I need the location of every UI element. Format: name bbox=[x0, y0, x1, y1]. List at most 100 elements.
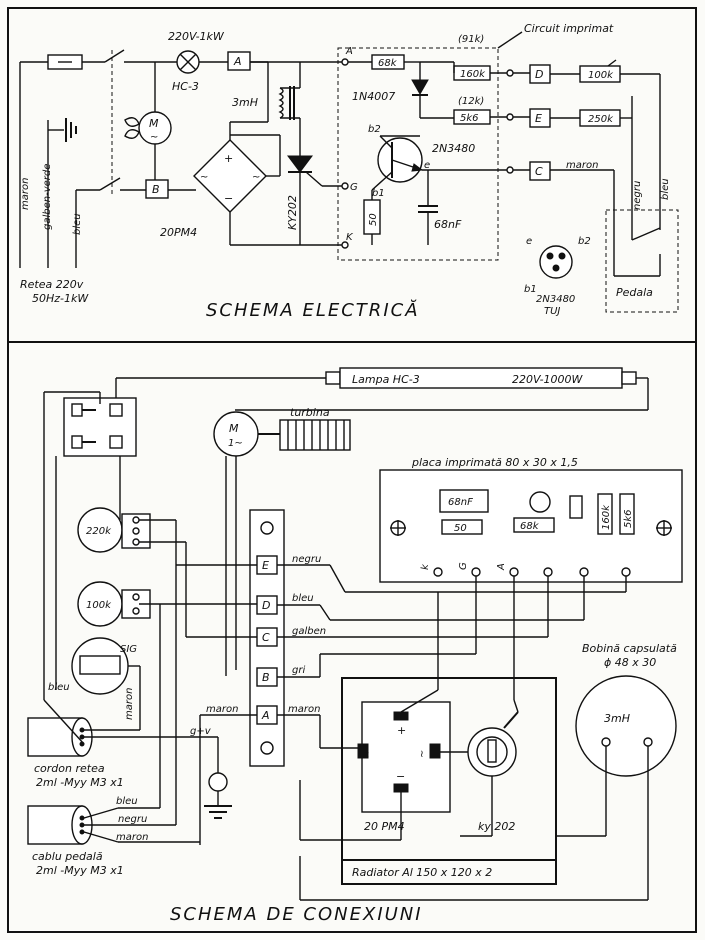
radiator-frame bbox=[341, 677, 557, 885]
svg-text:b1: b1 bbox=[524, 284, 537, 295]
svg-text:C: C bbox=[262, 631, 270, 644]
svg-text:maron: maron bbox=[206, 704, 238, 715]
ground-terminal bbox=[208, 772, 228, 792]
svg-text:M: M bbox=[149, 117, 159, 130]
label-bobina-dim: ϕ 48 x 30 bbox=[604, 656, 656, 669]
svg-text:maron: maron bbox=[124, 688, 135, 720]
transistor-pinout bbox=[539, 245, 573, 279]
label-cap: 68nF bbox=[434, 218, 462, 231]
svg-text:b2: b2 bbox=[368, 124, 381, 135]
svg-text:B: B bbox=[152, 183, 160, 196]
label-thyristor: KY202 bbox=[286, 195, 299, 230]
svg-text:B: B bbox=[262, 671, 270, 684]
label-bridge-2: 20 PM4 bbox=[364, 820, 405, 833]
svg-text:+: + bbox=[224, 152, 233, 165]
svg-text:D: D bbox=[262, 599, 270, 612]
thyristor-symbol bbox=[287, 155, 313, 173]
label-thyristor-2: ky 202 bbox=[478, 820, 515, 833]
svg-text:K: K bbox=[346, 232, 354, 243]
svg-text:3mH: 3mH bbox=[604, 712, 630, 725]
svg-text:negru: negru bbox=[632, 181, 643, 210]
switch-top bbox=[104, 49, 125, 63]
svg-text:maron: maron bbox=[116, 832, 148, 843]
label-sig: SIG bbox=[120, 644, 137, 655]
electrical-schematic: maron galben-verde bleu Retea 220v 50Hz-… bbox=[19, 22, 679, 321]
pcb-diode bbox=[569, 495, 583, 519]
svg-text:e: e bbox=[424, 160, 430, 171]
coil-capsule bbox=[575, 675, 677, 777]
svg-text:bleu: bleu bbox=[292, 593, 314, 604]
label-circuit-imprimat: Circuit imprimat bbox=[524, 22, 614, 35]
node-C bbox=[529, 161, 551, 181]
svg-text:160k: 160k bbox=[601, 504, 612, 530]
label-coil: 3mH bbox=[232, 96, 258, 109]
electrical-title: SCHEMA ELECTRICĂ bbox=[206, 299, 420, 321]
svg-text:~: ~ bbox=[200, 172, 208, 183]
label-lamp-rating: 220V-1kW bbox=[168, 30, 225, 43]
fan-icon bbox=[124, 117, 140, 139]
label-lamp-name: HC-3 bbox=[172, 80, 199, 93]
label-lamp: Lampa HC-3 bbox=[352, 373, 420, 386]
svg-text:220k: 220k bbox=[86, 526, 112, 537]
svg-text:b2: b2 bbox=[578, 236, 591, 247]
svg-text:5k6: 5k6 bbox=[460, 113, 479, 124]
svg-text:C: C bbox=[535, 165, 543, 178]
switch-bottom bbox=[99, 177, 121, 191]
label-maron: maron bbox=[20, 178, 31, 210]
svg-text:G: G bbox=[350, 182, 358, 193]
svg-text:100k: 100k bbox=[86, 600, 112, 611]
fuse-icon bbox=[79, 655, 121, 675]
label-lamp-rating-2: 220V-1000W bbox=[512, 373, 584, 386]
label-cablu: cablu pedală bbox=[32, 850, 103, 863]
svg-text:160k: 160k bbox=[460, 69, 486, 80]
label-transistor: 2N3480 bbox=[432, 142, 475, 155]
svg-text:maron: maron bbox=[288, 704, 320, 715]
pcb-resistor-50 bbox=[441, 519, 483, 535]
svg-text:68k: 68k bbox=[378, 58, 398, 69]
svg-text:5k6: 5k6 bbox=[623, 509, 634, 528]
label-bridge: 20PM4 bbox=[160, 226, 197, 239]
pcb-resistor-160k bbox=[597, 493, 613, 535]
pcb-resistor-5k6 bbox=[619, 493, 635, 535]
svg-text:TUJ: TUJ bbox=[544, 306, 560, 317]
svg-text:G: G bbox=[458, 562, 469, 570]
svg-text:A: A bbox=[496, 563, 507, 571]
svg-text:E: E bbox=[262, 559, 269, 572]
pcb-cap-68nf bbox=[439, 489, 489, 513]
svg-text:50: 50 bbox=[368, 213, 379, 226]
svg-text:negru: negru bbox=[292, 554, 321, 565]
transistor-2n3480 bbox=[377, 137, 423, 183]
svg-text:2N3480: 2N3480 bbox=[536, 294, 575, 305]
label-cordon-spec: 2ml -Myy M3 x1 bbox=[36, 776, 124, 789]
terminal-B-top bbox=[145, 179, 169, 199]
svg-text:bleu: bleu bbox=[116, 796, 138, 807]
svg-text:68k: 68k bbox=[520, 521, 540, 532]
pedal-outline bbox=[605, 209, 679, 313]
label-cablu-spec: 2ml -Myy M3 x1 bbox=[36, 864, 124, 877]
terminal-A-top bbox=[227, 51, 251, 71]
label-retea: Retea 220v bbox=[20, 278, 84, 291]
svg-text:bleu: bleu bbox=[660, 178, 671, 200]
svg-text:bleu: bleu bbox=[48, 682, 70, 693]
svg-text:b1: b1 bbox=[372, 188, 385, 199]
svg-text:(12k): (12k) bbox=[458, 96, 484, 107]
svg-text:E: E bbox=[535, 112, 542, 125]
svg-text:maron: maron bbox=[566, 160, 598, 171]
connections-title: SCHEMA DE CONEXIUNI bbox=[170, 904, 423, 925]
svg-text:+: + bbox=[397, 724, 406, 737]
svg-text:100k: 100k bbox=[588, 70, 614, 81]
diode-1n4007 bbox=[411, 79, 429, 96]
label-bleu: bleu bbox=[72, 213, 83, 235]
label-turbina: turbina bbox=[290, 406, 330, 419]
svg-text:negru: negru bbox=[118, 814, 147, 825]
label-placa: placa imprimată 80 x 30 x 1,5 bbox=[411, 456, 578, 469]
svg-text:g+v: g+v bbox=[190, 726, 212, 737]
svg-text:gri: gri bbox=[292, 665, 305, 676]
label-diode: 1N4007 bbox=[352, 90, 395, 103]
svg-text:250k: 250k bbox=[588, 114, 614, 125]
svg-text:k: k bbox=[420, 563, 431, 570]
svg-text:A: A bbox=[261, 709, 270, 722]
svg-text:(91k): (91k) bbox=[458, 34, 484, 45]
svg-text:~: ~ bbox=[150, 132, 158, 143]
